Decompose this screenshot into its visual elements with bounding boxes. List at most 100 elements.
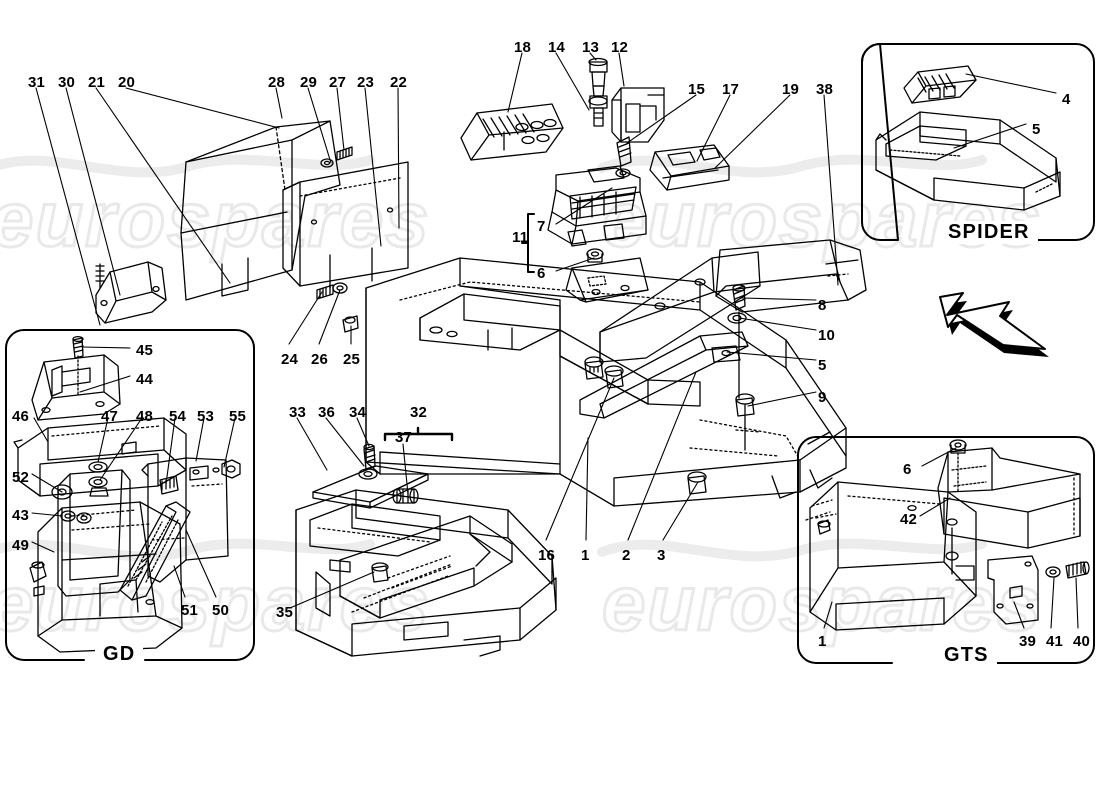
part-washer-10 xyxy=(727,312,747,324)
callout-number-29: 29 xyxy=(300,74,318,91)
callout-number-5: 5 xyxy=(1032,121,1041,138)
callout-number-5: 5 xyxy=(818,357,827,374)
direction-arrow-icon xyxy=(939,292,1049,357)
callout-number-17: 17 xyxy=(722,81,740,98)
part-gd-washer-47 xyxy=(88,461,108,473)
part-gd-nut-55 xyxy=(221,459,241,479)
part-tunnel-cover-32 xyxy=(295,489,557,657)
leader-lines xyxy=(31,52,1079,629)
callout-number-20: 20 xyxy=(118,74,136,91)
callout-number-44: 44 xyxy=(136,371,154,388)
part-clip-35 xyxy=(371,562,389,583)
part-clip-25 xyxy=(342,315,359,333)
part-screw-24 xyxy=(316,284,334,300)
callout-number-30: 30 xyxy=(58,74,76,91)
callout-number-40: 40 xyxy=(1073,633,1091,650)
callout-number-35: 35 xyxy=(276,604,294,621)
callout-number-27: 27 xyxy=(329,74,347,91)
part-spider-tunnel-mat-5 xyxy=(875,111,1061,211)
inset-frame-gts xyxy=(797,436,1095,664)
part-bracket-31-30 xyxy=(95,261,167,324)
callout-number-23: 23 xyxy=(357,74,375,91)
callout-number-28: 28 xyxy=(268,74,286,91)
callout-number-38: 38 xyxy=(816,81,834,98)
callout-number-55: 55 xyxy=(229,408,247,425)
part-gd-washer-48 xyxy=(88,476,109,497)
callout-number-13: 13 xyxy=(582,39,600,56)
callout-number-33: 33 xyxy=(289,404,307,421)
callout-number-18: 18 xyxy=(514,39,532,56)
callout-number-54: 54 xyxy=(169,408,187,425)
part-support-bracket-upper xyxy=(565,257,649,303)
part-ashtray-grille-18 xyxy=(460,103,564,161)
callout-number-42: 42 xyxy=(900,511,918,528)
callout-number-4: 4 xyxy=(1062,91,1071,108)
part-spider-grille-4 xyxy=(903,65,977,104)
callout-number-32: 32 xyxy=(410,404,428,421)
inset-label-gd: GD xyxy=(95,643,144,666)
part-main-console-body-1 xyxy=(365,257,847,507)
callout-number-1: 1 xyxy=(581,547,590,564)
callout-number-7: 7 xyxy=(537,218,546,235)
callout-number-1: 1 xyxy=(818,633,827,650)
callout-number-11: 11 xyxy=(512,229,529,246)
inset-label-gts: GTS xyxy=(936,644,997,667)
callout-number-10: 10 xyxy=(818,327,836,344)
part-gd-nut-43 xyxy=(60,510,92,524)
callout-number-21: 21 xyxy=(88,74,106,91)
part-lighter-housing-12 xyxy=(611,87,665,143)
callout-number-8: 8 xyxy=(818,297,827,314)
part-switch-bezel-17 xyxy=(649,144,730,191)
part-screw-27 xyxy=(336,146,353,161)
callout-number-14: 14 xyxy=(548,39,566,56)
callout-number-12: 12 xyxy=(611,39,629,56)
part-gd-bracket-44 xyxy=(31,354,121,421)
part-gd-screw-45 xyxy=(72,335,84,359)
part-gts-tray-42 xyxy=(937,447,1081,549)
part-washer-36 xyxy=(358,468,378,480)
part-gts-bracket-39 xyxy=(987,555,1039,625)
part-gts-washer-41 xyxy=(1045,566,1061,578)
callout-number-45: 45 xyxy=(136,342,154,359)
callout-number-53: 53 xyxy=(197,408,215,425)
part-clip-16 xyxy=(604,365,624,389)
part-rail-5 xyxy=(579,331,749,419)
callout-number-46: 46 xyxy=(12,408,30,425)
callout-number-34: 34 xyxy=(349,404,367,421)
part-screw-15 xyxy=(616,136,632,167)
callout-number-37: 37 xyxy=(395,429,413,446)
callout-number-41: 41 xyxy=(1046,633,1064,650)
part-gd-screw-54 xyxy=(159,475,179,495)
callout-number-26: 26 xyxy=(311,351,329,368)
part-gd-side-panel-53 xyxy=(141,457,229,583)
callout-number-6: 6 xyxy=(903,461,912,478)
callout-number-16: 16 xyxy=(538,547,556,564)
part-gts-main-panel-1 xyxy=(805,481,977,631)
part-clip-2 xyxy=(584,356,604,380)
part-clip-3 xyxy=(687,471,707,495)
part-gd-bracket-52 xyxy=(51,469,131,597)
part-lid-33 xyxy=(312,465,429,509)
callout-number-25: 25 xyxy=(343,351,361,368)
bracket-32 xyxy=(383,426,454,442)
part-nut-6-centre xyxy=(586,248,604,263)
part-clip-9 xyxy=(735,393,755,451)
callout-number-43: 43 xyxy=(12,507,30,524)
callout-number-22: 22 xyxy=(390,74,408,91)
part-upper-side-panel xyxy=(282,161,409,289)
part-washer-29 xyxy=(320,158,334,168)
inset-frame-gd xyxy=(5,329,255,661)
callout-number-15: 15 xyxy=(688,81,706,98)
callout-number-48: 48 xyxy=(136,408,154,425)
bracket-11 xyxy=(521,213,535,273)
callout-number-6: 6 xyxy=(537,265,546,282)
callout-number-2: 2 xyxy=(622,547,631,564)
callout-number-24: 24 xyxy=(281,351,299,368)
part-gts-screw-40 xyxy=(1065,561,1090,579)
callout-number-50: 50 xyxy=(212,602,230,619)
inset-frame-spider xyxy=(861,43,1095,241)
callout-number-51: 51 xyxy=(181,602,199,619)
part-gd-pedal-pad-50-51 xyxy=(119,501,191,601)
